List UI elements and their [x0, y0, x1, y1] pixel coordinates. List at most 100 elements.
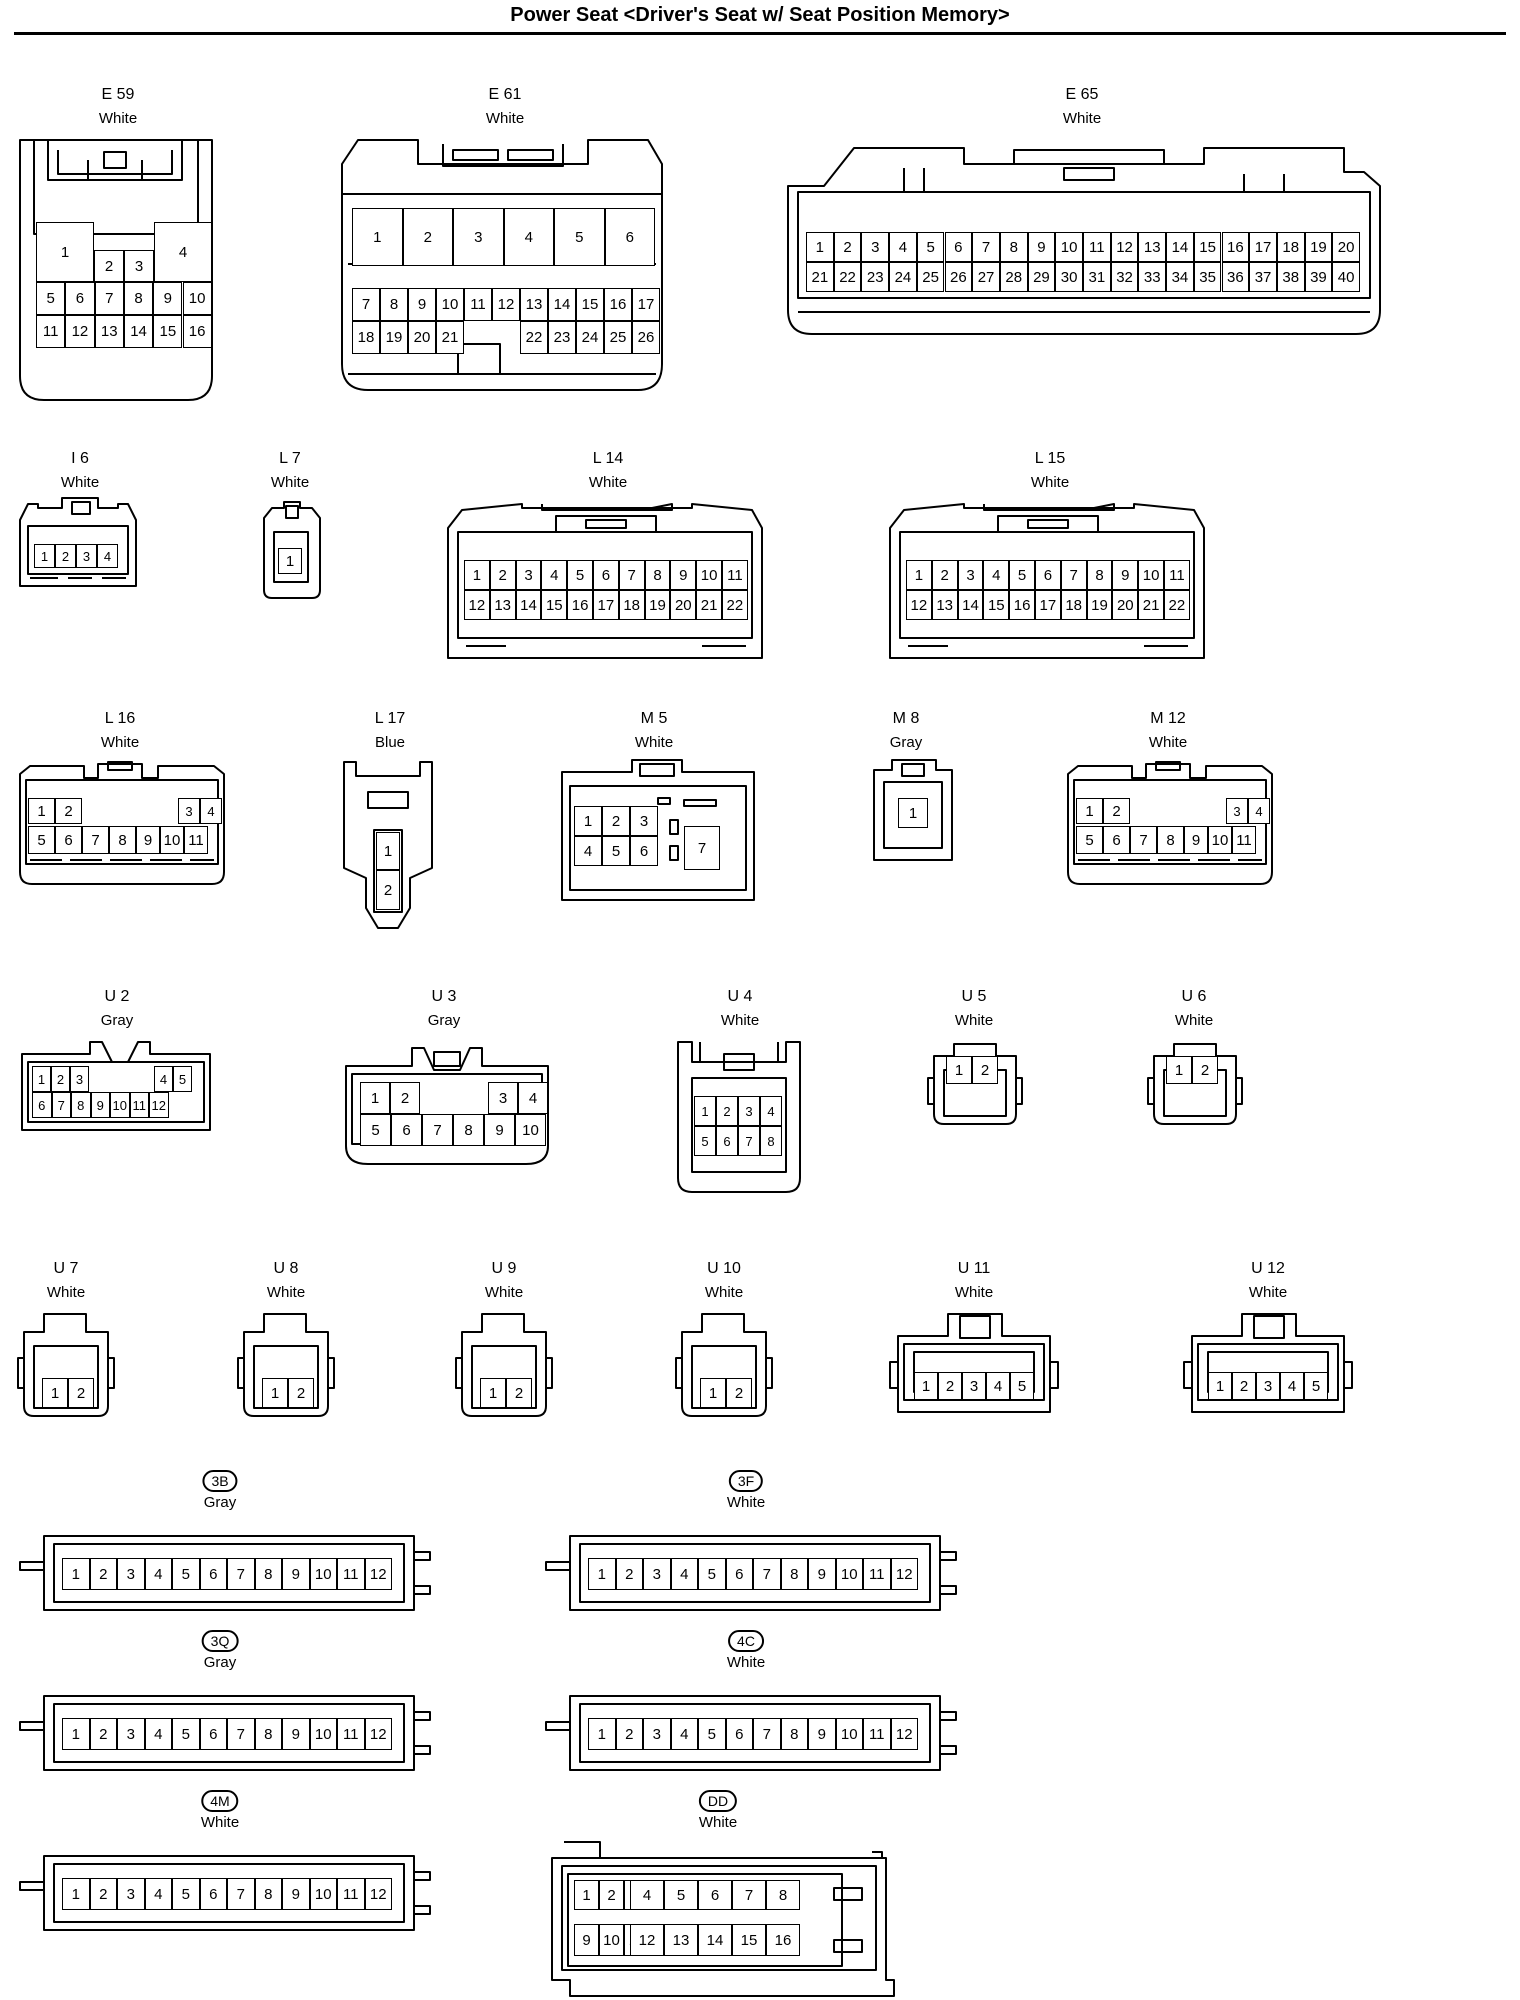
- pin-cavity: 16: [766, 1924, 800, 1956]
- pin-cavity: 4: [154, 1066, 173, 1092]
- pin-cavity: 9: [90, 1092, 110, 1118]
- pin-cavity: 6: [199, 1558, 227, 1590]
- pin-cavity: 36: [1221, 262, 1250, 292]
- pin-cavity: 8: [71, 1092, 91, 1118]
- pin-cavity: 9: [282, 1718, 310, 1750]
- housing-outline: [19, 497, 137, 587]
- connector-color: White: [954, 1012, 994, 1029]
- pin-cavity: 11: [36, 315, 66, 348]
- housing-outline: [551, 1857, 895, 1997]
- pin-cavity: 7: [352, 288, 380, 321]
- connector-housing: [677, 1041, 801, 1193]
- connector-code: 4C: [728, 1630, 764, 1652]
- pin-cavity: 9: [1184, 826, 1208, 854]
- housing-outline: [442, 144, 564, 167]
- pin-cavity: 10: [696, 560, 722, 590]
- connector-code: U 12: [1251, 1260, 1285, 1277]
- pin-cavity: 15: [541, 590, 568, 620]
- pin-cavity: 8: [1157, 826, 1184, 854]
- housing-outline: [1183, 1361, 1353, 1389]
- connector-housing: [19, 1695, 431, 1771]
- connector-color: White: [484, 1284, 524, 1301]
- connector-code: U 11: [957, 1260, 991, 1277]
- pin-cavity: 20: [1112, 590, 1139, 620]
- connector-code: L 7: [279, 450, 301, 467]
- pin-cavity: 2: [1103, 798, 1130, 824]
- connector-housing: [545, 1535, 957, 1611]
- housing-outline: [897, 1313, 1051, 1413]
- pin-cavity: 14: [515, 590, 542, 620]
- pin-cavity: 6: [604, 208, 655, 266]
- pin-cavity: 3: [70, 1066, 89, 1092]
- pin-cavity: 34: [1166, 262, 1194, 292]
- pin-cavity: 16: [604, 288, 632, 321]
- housing-outline: [997, 515, 1099, 533]
- connector-code: 3B: [202, 1470, 238, 1492]
- housing-outline: [669, 819, 679, 861]
- connector-code: I 6: [71, 450, 89, 467]
- connector-color: White: [634, 734, 674, 751]
- pin-cavity: 4: [144, 1558, 172, 1590]
- pin-cavity: 3: [76, 544, 97, 568]
- pin-cavity: 12: [464, 590, 490, 620]
- pin-cavity: 12: [65, 315, 95, 348]
- pin-cavity: 5: [172, 1878, 200, 1910]
- housing-outline: [675, 1357, 773, 1389]
- pin-cavity: 4: [889, 232, 917, 262]
- housing-outline: [927, 1077, 1023, 1105]
- pin-cavity: 3: [1226, 798, 1248, 824]
- pin-cavity: 14: [548, 288, 576, 321]
- connector-color: White: [200, 1814, 240, 1831]
- housing-outline: [19, 1721, 45, 1731]
- housing-outline: [787, 147, 1381, 335]
- housing-outline: [471, 1345, 537, 1409]
- pin-cavity: 10: [182, 282, 212, 315]
- pin-cavity: 1: [574, 806, 602, 836]
- housing-outline: [564, 1841, 883, 1858]
- housing-outline: [1013, 149, 1165, 165]
- pin-cavity: 6: [1103, 826, 1130, 854]
- pin-cavity: 1: [32, 1066, 51, 1092]
- pin-cavity: 13: [664, 1924, 698, 1956]
- housing-outline: [253, 1345, 319, 1409]
- pin-cavity: 6: [593, 560, 619, 590]
- pin-cavity: 4: [503, 208, 554, 266]
- housing-outline: [579, 1543, 931, 1603]
- pin-cavity: 3: [453, 208, 504, 266]
- connector-housing: [19, 1535, 431, 1611]
- pin-cavity: 15: [576, 288, 604, 321]
- pin-cavity: 6: [391, 1114, 422, 1146]
- pin-cavity: 1: [278, 548, 302, 574]
- connector-code: U 6: [1181, 988, 1207, 1005]
- page-title: Power Seat <Driver's Seat w/ Seat Positi…: [510, 4, 1010, 26]
- pin-cavity: 5: [360, 1114, 391, 1146]
- housing-outline: [889, 1361, 1059, 1389]
- pin-cavity: 3: [117, 1718, 145, 1750]
- pin-cavity: 26: [632, 321, 660, 354]
- pin-cavity: 12: [906, 590, 932, 620]
- connector-color: White: [704, 1284, 744, 1301]
- pin-cavity: 8: [780, 1558, 808, 1590]
- housing-outline: [569, 1695, 941, 1771]
- pin-cavity: 19: [1304, 232, 1333, 262]
- pin-cavity: 5: [916, 232, 945, 262]
- pin-cavity: 3: [738, 1096, 760, 1126]
- pin-cavity: 2: [402, 208, 453, 266]
- title-rule: [14, 32, 1506, 35]
- housing-outline: [53, 1703, 405, 1763]
- pin-cavity: 39: [1304, 262, 1333, 292]
- pin-cavity: 3: [1256, 1372, 1280, 1400]
- connector-code: L 17: [374, 710, 406, 727]
- pin-cavity: 5: [694, 1126, 716, 1156]
- housing-outline: [545, 1721, 571, 1731]
- connector-color: Gray: [203, 1494, 237, 1511]
- pin-cavity: 4: [144, 1718, 172, 1750]
- pin-cavity: 2: [1192, 1056, 1218, 1084]
- connector-color: Blue: [374, 734, 406, 751]
